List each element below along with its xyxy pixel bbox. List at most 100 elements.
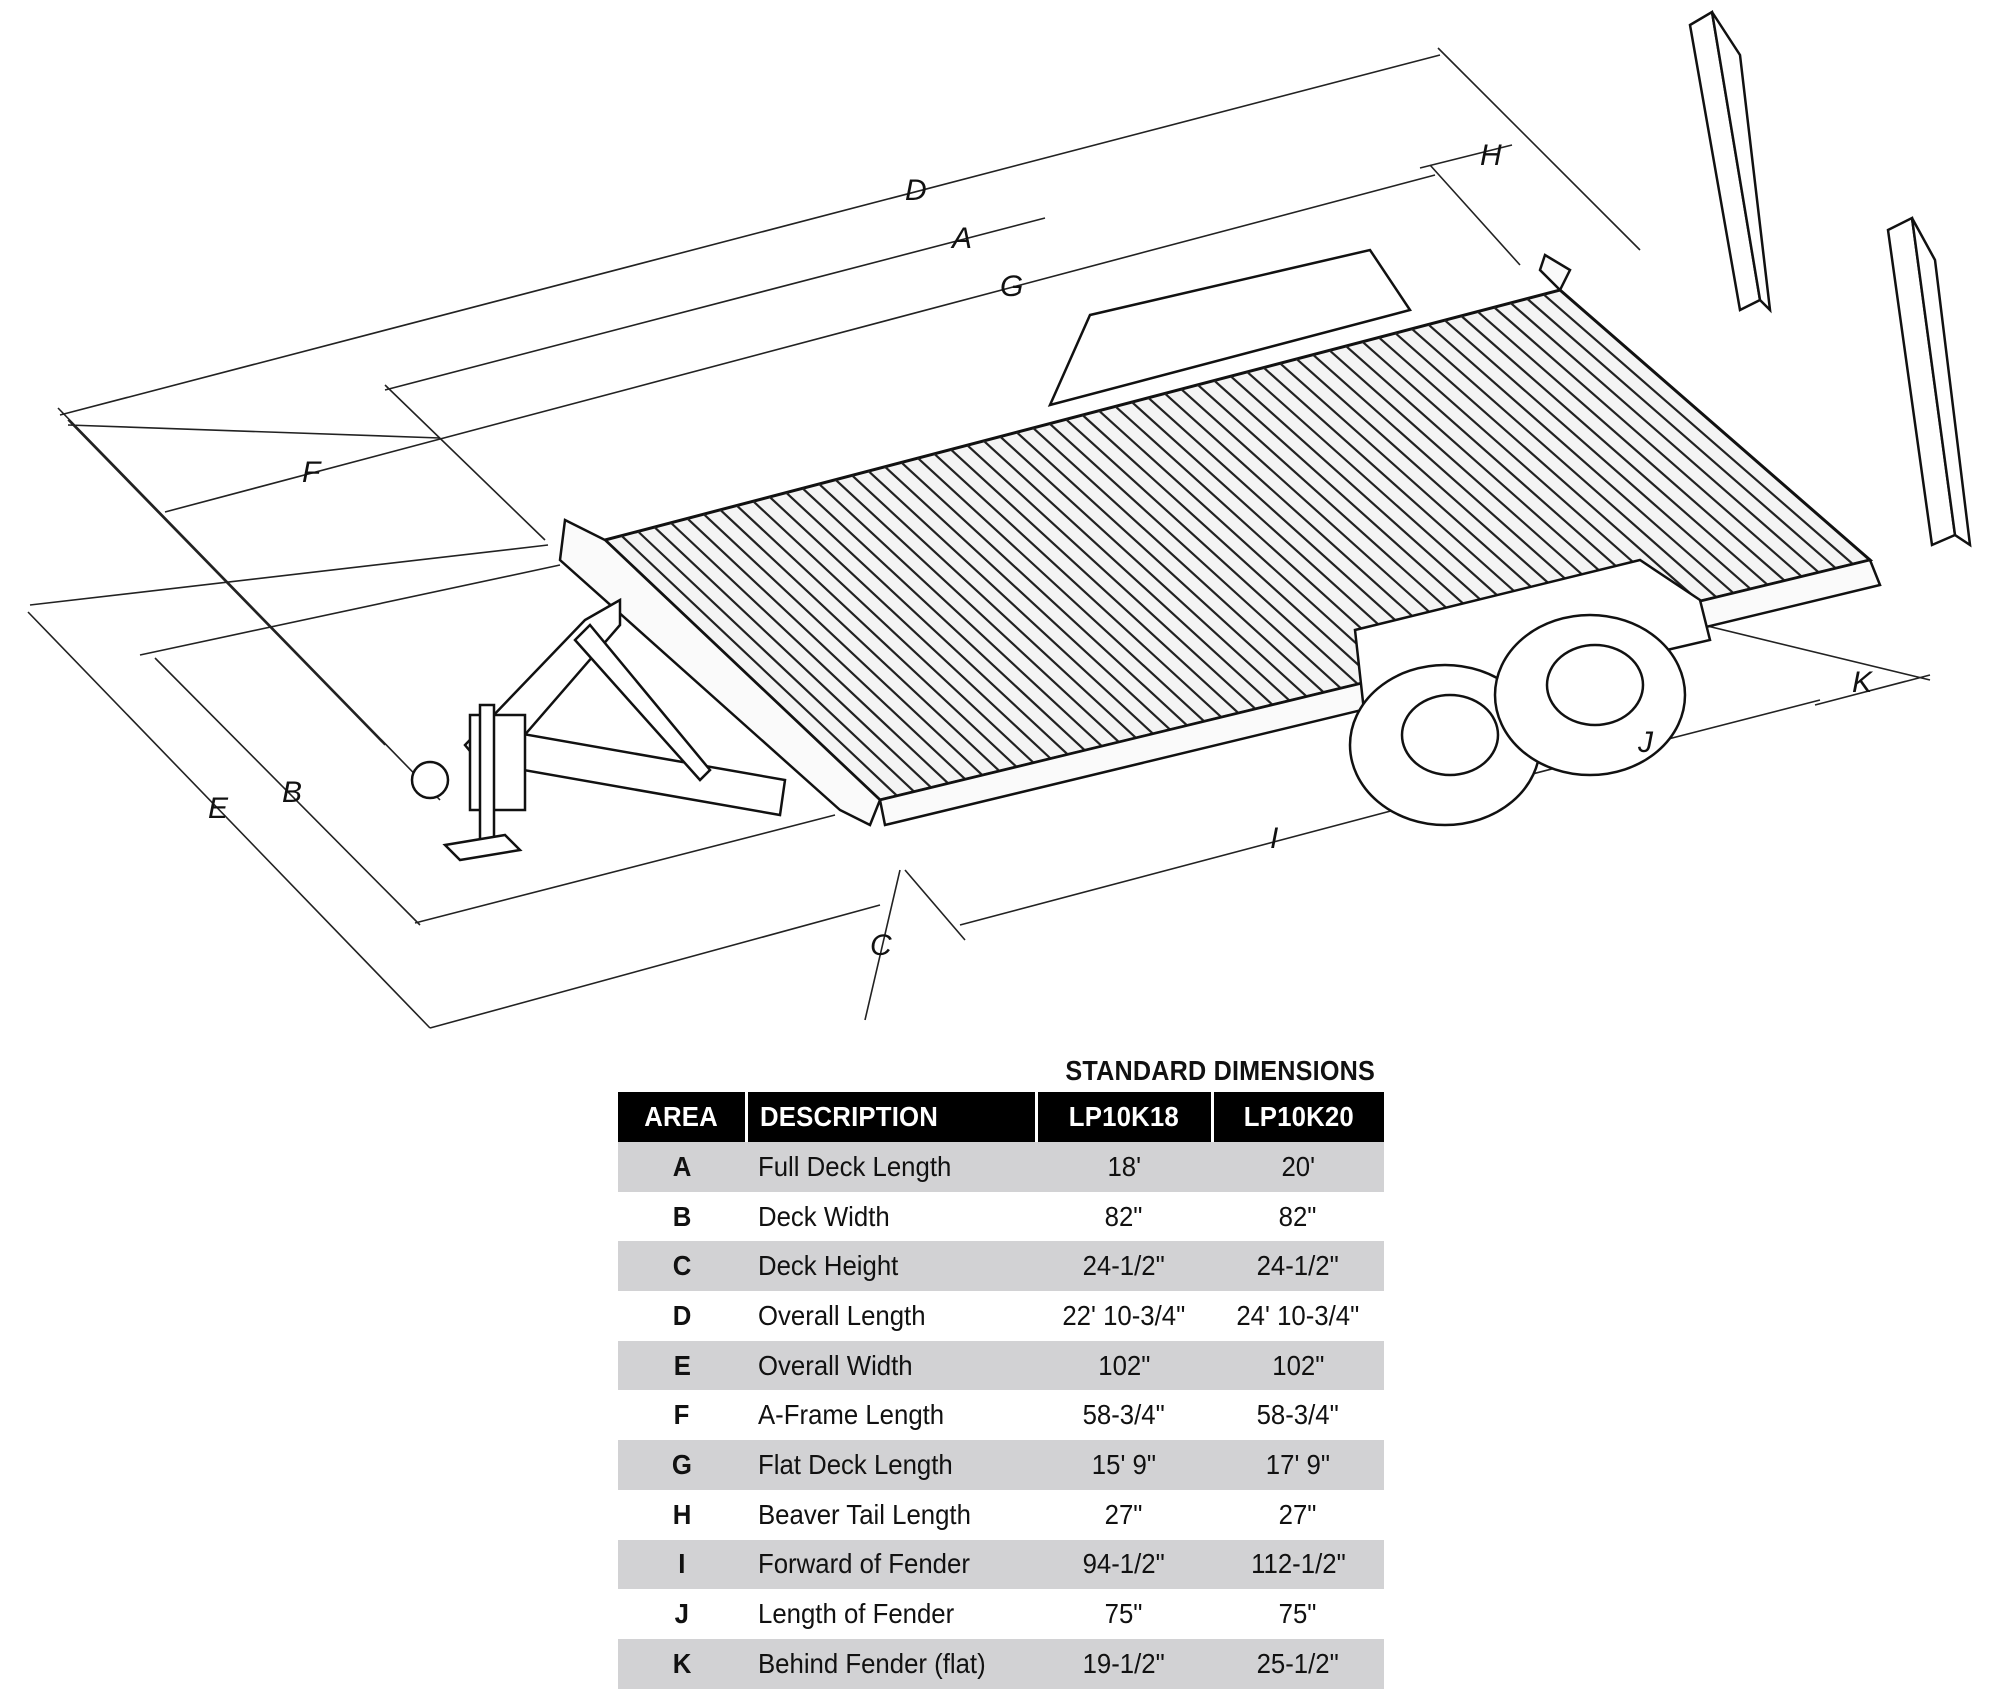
cell-area: B	[672, 1200, 692, 1232]
dim-label-h: H	[1480, 139, 1502, 172]
deck-slat	[933, 452, 1223, 719]
cell-lp10k20: 27"	[1279, 1498, 1317, 1530]
cell-lp10k18: 24-1/2"	[1036, 1241, 1212, 1292]
cell-area: E	[618, 1340, 746, 1391]
deck-slat	[884, 465, 1171, 731]
dimension-lines	[27, 47, 1931, 1029]
table-row: J Length of Fender 75" 75"	[618, 1589, 1384, 1639]
dim-label-g: G	[1000, 270, 1023, 303]
ramps	[1688, 9, 1972, 548]
cell-lp10k20: 24-1/2"	[1212, 1241, 1384, 1292]
dimensions-table: AREA DESCRIPTION LP10K18 LP10K20 A Full …	[618, 1092, 1384, 1689]
deck-slat	[1065, 418, 1359, 685]
deck-slat	[686, 517, 967, 781]
cell-lp10k18: 102"	[1036, 1340, 1212, 1391]
cell-area: K	[618, 1638, 746, 1689]
deck-slat	[752, 500, 1035, 764]
dimension-labels: D A G H F E B C I J K	[208, 139, 1874, 962]
deck-slat	[1032, 427, 1325, 694]
cell-lp10k20: 82"	[1279, 1200, 1317, 1232]
deck-slat	[620, 534, 898, 797]
cell-area: I	[618, 1539, 746, 1590]
trailer-diagram: D A G H F E B C I J K	[27, 9, 1972, 1029]
a-frame-tongue	[410, 597, 787, 862]
cell-lp10k18: 82"	[1105, 1200, 1143, 1232]
deck-slat	[1444, 319, 1752, 590]
table-row: B Deck Width 82" 82"	[618, 1192, 1384, 1242]
deck	[602, 288, 1874, 802]
deck-slat	[851, 474, 1137, 739]
table-row: H Beaver Tail Length 27" 27"	[618, 1490, 1384, 1540]
deck-slat	[1098, 409, 1393, 677]
cell-area: G	[618, 1440, 746, 1490]
deck-slat	[1493, 306, 1803, 578]
cell-description: Beaver Tail Length	[758, 1498, 971, 1530]
deck-slat	[653, 526, 932, 789]
table-row: A Full Deck Length 18' 20'	[618, 1142, 1384, 1192]
cell-lp10k20: 20'	[1212, 1142, 1384, 1192]
cell-lp10k18: 58-3/4"	[1082, 1399, 1166, 1431]
deck-slat	[1460, 315, 1769, 586]
dim-label-e: E	[208, 792, 229, 825]
cell-lp10k18: 94-1/2"	[1036, 1539, 1212, 1590]
deck-slat	[719, 509, 1001, 772]
cell-area: F	[674, 1399, 690, 1431]
cell-description: Behind Fender (flat)	[746, 1638, 1036, 1689]
deck-slat	[703, 513, 984, 776]
table-header-row: AREA DESCRIPTION LP10K18 LP10K20	[618, 1092, 1384, 1142]
cell-lp10k18: 27"	[1105, 1498, 1143, 1530]
cell-lp10k18: 22' 10-3/4"	[1062, 1299, 1186, 1331]
deck-slat	[1394, 332, 1701, 603]
table-row: D Overall Length 22' 10-3/4" 24' 10-3/4"	[618, 1291, 1384, 1341]
cell-lp10k20: 102"	[1212, 1340, 1384, 1391]
cell-lp10k20: 58-3/4"	[1256, 1399, 1340, 1431]
cell-lp10k18: 15' 9"	[1036, 1440, 1212, 1490]
deck-slat	[735, 504, 1018, 768]
table-row: I Forward of Fender 94-1/2" 112-1/2"	[618, 1539, 1384, 1590]
deck-slat	[1081, 414, 1376, 681]
dim-label-f: F	[302, 456, 322, 489]
table-row: G Flat Deck Length 15' 9" 17' 9"	[618, 1440, 1384, 1490]
cell-area: J	[674, 1598, 690, 1630]
cell-lp10k20: 112-1/2"	[1212, 1539, 1384, 1590]
deck-slat	[966, 444, 1257, 710]
deck-slat	[670, 521, 950, 785]
cell-lp10k18: 75"	[1105, 1598, 1143, 1630]
cell-description: Forward of Fender	[746, 1539, 1036, 1590]
cell-lp10k20: 17' 9"	[1212, 1440, 1384, 1490]
deck-slat	[1476, 310, 1786, 582]
deck-slat	[982, 440, 1274, 706]
dim-label-d: D	[905, 174, 927, 207]
table-row: C Deck Height 24-1/2" 24-1/2"	[618, 1241, 1384, 1292]
deck-slat	[801, 487, 1086, 752]
neck-box	[1047, 248, 1413, 407]
cell-lp10k20: 75"	[1279, 1598, 1317, 1630]
cell-description: Deck Height	[746, 1241, 1036, 1292]
deck-slat	[900, 461, 1188, 727]
dim-label-c: C	[870, 929, 892, 962]
cell-description: Flat Deck Length	[746, 1440, 1036, 1490]
dim-label-i: I	[1270, 822, 1278, 855]
deck-slat	[950, 448, 1240, 714]
cell-description: Full Deck Length	[746, 1142, 1036, 1192]
cell-lp10k20: 24' 10-3/4"	[1236, 1299, 1360, 1331]
deck-slat	[1015, 431, 1308, 698]
cell-area: C	[618, 1241, 746, 1292]
deck-slat	[637, 530, 915, 793]
dim-label-k: K	[1852, 666, 1874, 699]
table-title: STANDARD DIMENSIONS	[1065, 1055, 1375, 1086]
deck-slat	[1411, 327, 1718, 599]
cell-area: D	[672, 1299, 692, 1331]
standard-dimensions: STANDARD DIMENSIONS AREA DESCRIPTION LP1…	[618, 1050, 1384, 1689]
table-row: E Overall Width 102" 102"	[618, 1340, 1384, 1391]
dim-label-b: B	[282, 776, 302, 809]
deck-slat	[818, 483, 1103, 748]
deck-slat	[768, 496, 1052, 760]
dim-label-j: J	[1637, 726, 1654, 759]
cell-area: A	[618, 1142, 746, 1192]
cell-description: Length of Fender	[758, 1598, 955, 1630]
header-lp10k20: LP10K20	[1212, 1092, 1384, 1142]
deck-slat	[785, 491, 1069, 756]
cell-description: A-Frame Length	[758, 1399, 945, 1431]
cell-description: Overall Width	[746, 1340, 1036, 1391]
